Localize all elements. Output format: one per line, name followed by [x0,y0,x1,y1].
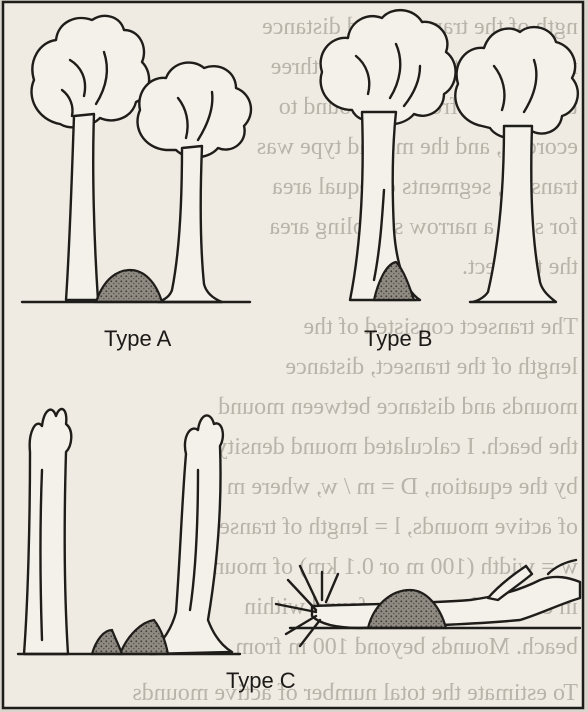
svg-text:of active mounds, l = length o: of active mounds, l = length of transect [202,514,578,540]
svg-text:To estimate the total number o: To estimate the total number of active m… [132,680,578,706]
type-c-label: Type C [226,668,296,693]
svg-text:mounds and distance between mo: mounds and distance between mound [218,394,578,420]
svg-text:length of the transect, distan: length of the transect, distance [285,354,578,380]
type-c-snag-trunk [24,409,71,654]
svg-text:beach. Mounds beyond 100 m fro: beach. Mounds beyond 100 m from [235,634,578,660]
svg-text:by the equation, D = m / w, wh: by the equation, D = m / w, where m [226,474,578,500]
svg-text:The transect consisted of the: The transect consisted of the [303,314,578,340]
type-b-label: Type B [364,326,432,351]
type-a-label: Type A [104,326,172,351]
svg-text:the beach. I calculated mound: the beach. I calculated mound density [215,434,578,460]
